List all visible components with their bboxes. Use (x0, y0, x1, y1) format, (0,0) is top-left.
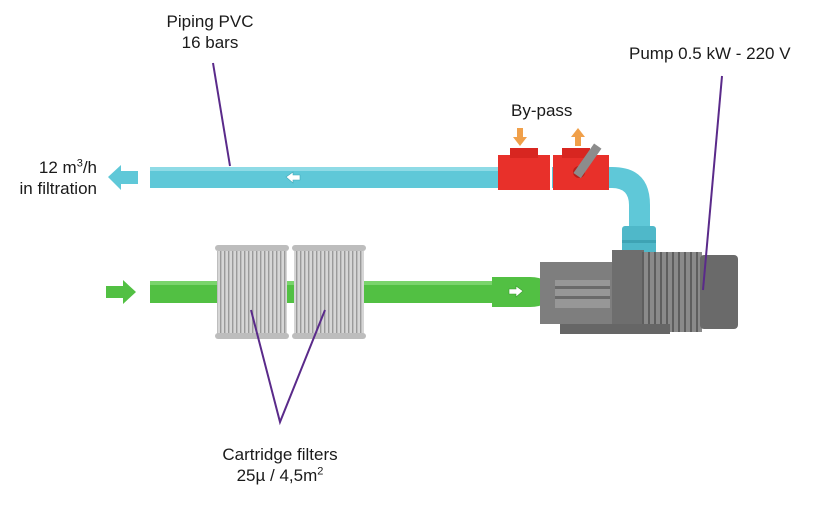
filters-label-line1: Cartridge filters (222, 445, 338, 464)
arrow-left-icon (108, 165, 138, 190)
flow-label-line1: 12 m3/h (0, 157, 97, 178)
piping-label: Piping PVC 16 bars (150, 11, 270, 53)
pipe-flow-arrow-right-icon (508, 285, 524, 298)
bypass-valves (498, 128, 609, 190)
bypass-label: By-pass (511, 101, 573, 120)
filters-spec: 25µ / 4,5m (236, 466, 318, 485)
filters-label-line2: 25µ / 4,5m2 (205, 465, 355, 486)
arrow-up-icon (571, 128, 585, 146)
cartridge-filter-2 (292, 245, 366, 339)
flow-value-exponent: 3 (76, 157, 83, 170)
pump-label: Pump 0.5 kW - 220 V (629, 44, 791, 63)
cartridge-filter-1 (215, 245, 289, 339)
filters-spec-exponent: 2 (317, 465, 324, 478)
piping-label-line2: 16 bars (181, 33, 239, 52)
piping-label-line1: Piping PVC (166, 12, 254, 31)
flow-label: 12 m3/h in filtration (0, 157, 97, 199)
flow-unit: /h (82, 158, 97, 177)
blue-pipe (150, 167, 656, 256)
arrow-down-icon (513, 128, 527, 146)
callout-lines (212, 62, 723, 426)
flow-value: 12 m (38, 158, 77, 177)
pipe-flow-arrow-icon (285, 171, 301, 184)
arrow-right-icon (106, 280, 136, 304)
pump (540, 250, 738, 334)
filters-label: Cartridge filters 25µ / 4,5m2 (205, 444, 355, 486)
flow-label-line2: in filtration (19, 179, 97, 198)
